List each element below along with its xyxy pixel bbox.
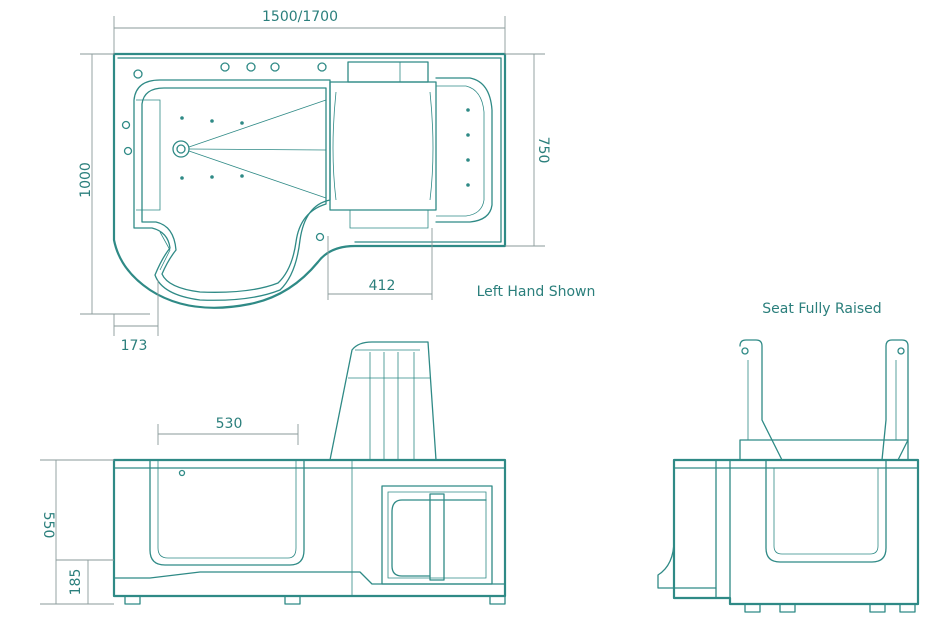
plan-view [112, 52, 507, 309]
plan-drain [172, 140, 190, 158]
dim-corner-offset: 173 [121, 338, 148, 354]
front-seat-tower [329, 341, 437, 461]
front-dimensions: 530 550 185 [40, 416, 299, 605]
dim-seat-offset: 412 [369, 278, 396, 294]
dim-step-height: 185 [68, 569, 84, 596]
plan-basin [133, 79, 331, 301]
dim-width-total: 1500/1700 [262, 9, 338, 25]
plan-outer-rim [112, 52, 507, 309]
side-seat-frame [739, 339, 909, 461]
dim-door-width: 530 [216, 416, 243, 432]
front-door [149, 459, 305, 566]
dim-depth-seat: 750 [535, 137, 551, 164]
caption-plan: Left Hand Shown [477, 284, 596, 300]
plan-seat [329, 81, 437, 211]
caption-side: Seat Fully Raised [762, 301, 881, 317]
plan-dimensions: 1500/1700 1000 750 412 173 [78, 9, 551, 354]
dim-depth-total: 1000 [78, 162, 94, 198]
side-body [672, 458, 920, 606]
dim-height: 550 [40, 512, 56, 539]
side-elevation [657, 339, 920, 613]
front-elevation [112, 341, 507, 605]
